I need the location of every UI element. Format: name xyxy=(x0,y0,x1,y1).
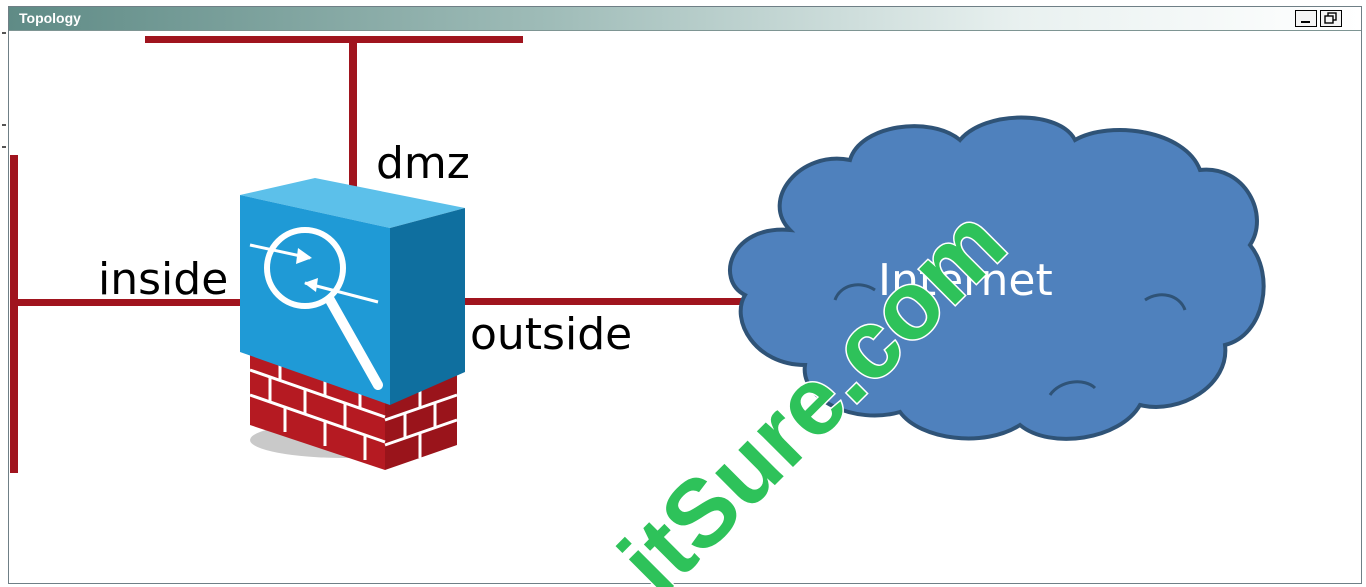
asa-firewall-icon xyxy=(240,178,465,470)
inside-label: inside xyxy=(98,254,228,305)
dmz-label: dmz xyxy=(376,138,470,189)
edge-artifact xyxy=(2,146,6,148)
edge-artifact xyxy=(2,124,6,126)
outside-label: outside xyxy=(470,309,632,360)
restore-button[interactable] xyxy=(1320,10,1342,27)
inspection-icon xyxy=(249,227,383,390)
window-title: Topology xyxy=(19,10,81,26)
internet-cloud-icon xyxy=(728,115,1266,441)
network-links xyxy=(10,36,756,473)
edge-artifact xyxy=(2,32,6,34)
inside-segment-line xyxy=(10,155,18,473)
dmz-link xyxy=(349,40,357,190)
minimize-button[interactable] xyxy=(1295,10,1317,27)
outside-link xyxy=(456,298,756,305)
dmz-segment-line xyxy=(145,36,523,43)
minimize-icon xyxy=(1301,21,1310,23)
inside-link xyxy=(14,299,246,306)
title-bar[interactable]: Topology xyxy=(9,7,1361,31)
restore-icon xyxy=(1324,12,1337,24)
internet-label: Internet xyxy=(878,255,1053,306)
